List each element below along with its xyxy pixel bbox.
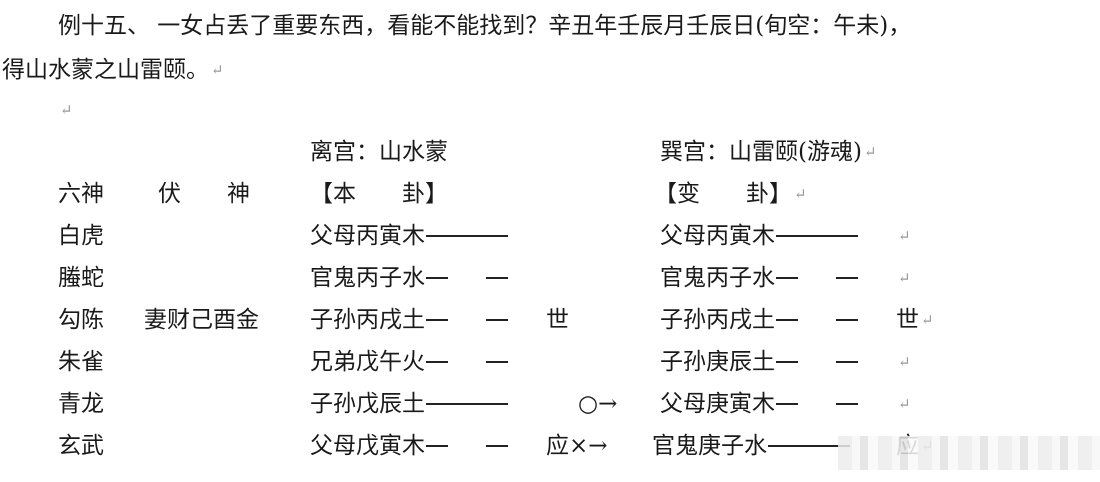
changed-yao-name: 子孙庚辰土 [660, 349, 775, 375]
liushen-cell: 螣蛇 [58, 265, 104, 291]
changed-yao-line [776, 235, 858, 237]
changed-yao-line [776, 319, 858, 321]
main-yao-name: 官鬼丙子水 [310, 265, 425, 291]
empty-line: ↵ [58, 96, 73, 124]
changed-palace-title: 巽宫：山雷颐(游魂)↵ [660, 139, 877, 165]
main-shiying-mark: 应 [546, 433, 569, 459]
main-yao: 子孙丙戌土 [310, 306, 508, 334]
liushen-cell: 玄武 [58, 433, 104, 459]
return-mark: ↵ [60, 101, 73, 119]
liushen-cell: 白虎 [58, 223, 104, 249]
changed-mark: ↵ [896, 390, 911, 418]
main-yao: 父母丙寅木 [310, 222, 508, 250]
change-mark: ×→ [569, 433, 608, 459]
liushen-header: 六神 [58, 181, 104, 207]
changed-mark: ↵ [896, 348, 911, 376]
changed-yao-line [768, 445, 850, 447]
main-yao: 官鬼丙子水 [310, 264, 508, 292]
main-shiying-mark: 世 [546, 307, 569, 333]
main-mark: 世 [546, 306, 569, 334]
changed-yao-line [776, 277, 858, 279]
main-yao-name: 子孙丙戌土 [310, 307, 425, 333]
changed-yao-name: 父母丙寅木 [660, 223, 775, 249]
changed-yao-name: 官鬼庚子水 [652, 433, 767, 459]
changed-yao-name: 官鬼丙子水 [660, 265, 775, 291]
changed-gua-header: 【变 卦】↵ [654, 181, 807, 207]
changed-yao: 官鬼庚子水 [652, 432, 850, 460]
main-yao: 子孙戊辰土 [310, 390, 508, 418]
changed-mark: ↵ [896, 222, 911, 250]
main-yao-line [426, 445, 508, 447]
return-mark: ↵ [921, 311, 934, 329]
changed-mark: ↵ [896, 264, 911, 292]
main-mark: 应×→ [546, 432, 608, 460]
intro-text-2: 得山水蒙之山雷颐。 [2, 57, 209, 83]
intro-line-1: 例十五、 一女占丢了重要东西，看能不能找到？辛丑年壬辰月壬辰日(旬空：午未)， [58, 12, 911, 40]
change-mark: ○→ [578, 391, 618, 417]
changed-yao: 父母庚寅木 [660, 390, 858, 418]
main-yao: 兄弟戊午火 [310, 348, 508, 376]
changed-yao: 官鬼丙子水 [660, 264, 858, 292]
fushen-header: 伏 神 [158, 181, 250, 207]
watermark [838, 436, 1100, 470]
changed-yao-line [776, 403, 858, 405]
main-yao-line [426, 277, 508, 279]
changed-mark: 世↵ [896, 306, 934, 334]
changed-shiying-mark: 世 [896, 307, 919, 333]
return-mark: ↵ [863, 143, 877, 161]
changed-yao: 子孙丙戌土 [660, 306, 858, 334]
return-mark: ↵ [898, 269, 911, 287]
return-mark: ↵ [794, 185, 807, 203]
main-gua-header: 【本 卦】 [310, 181, 448, 207]
main-yao-name: 兄弟戊午火 [310, 349, 425, 375]
main-mark: ○→ [578, 390, 617, 418]
changed-yao-name: 父母庚寅木 [660, 391, 775, 417]
intro-text-1: 例十五、 一女占丢了重要东西，看能不能找到？辛丑年壬辰月壬辰日(旬空：午未)， [58, 13, 912, 39]
return-mark: ↵ [898, 353, 911, 371]
main-yao-line [426, 235, 508, 237]
changed-yao-name: 子孙丙戌土 [660, 307, 775, 333]
main-yao-name: 父母戊寅木 [310, 433, 425, 459]
main-yao-line [426, 361, 508, 363]
liushen-cell: 勾陈 [58, 307, 104, 333]
main-yao-line [426, 403, 508, 405]
main-yao-line [426, 319, 508, 321]
intro-line-2: 得山水蒙之山雷颐。↵ [2, 56, 224, 84]
liushen-cell: 青龙 [58, 391, 104, 417]
liushen-cell: 朱雀 [58, 349, 104, 375]
main-yao-name: 父母丙寅木 [310, 223, 425, 249]
main-yao-name: 子孙戊辰土 [310, 391, 425, 417]
return-mark: ↵ [898, 395, 911, 413]
changed-yao-line [776, 361, 858, 363]
main-yao: 父母戊寅木 [310, 432, 508, 460]
return-mark: ↵ [211, 61, 224, 79]
return-mark: ↵ [898, 227, 911, 245]
main-palace-title: 离宫：山水蒙 [310, 139, 448, 165]
changed-yao: 子孙庚辰土 [660, 348, 858, 376]
fushen-cell: 妻财己酉金 [144, 307, 259, 333]
changed-yao: 父母丙寅木 [660, 222, 858, 250]
